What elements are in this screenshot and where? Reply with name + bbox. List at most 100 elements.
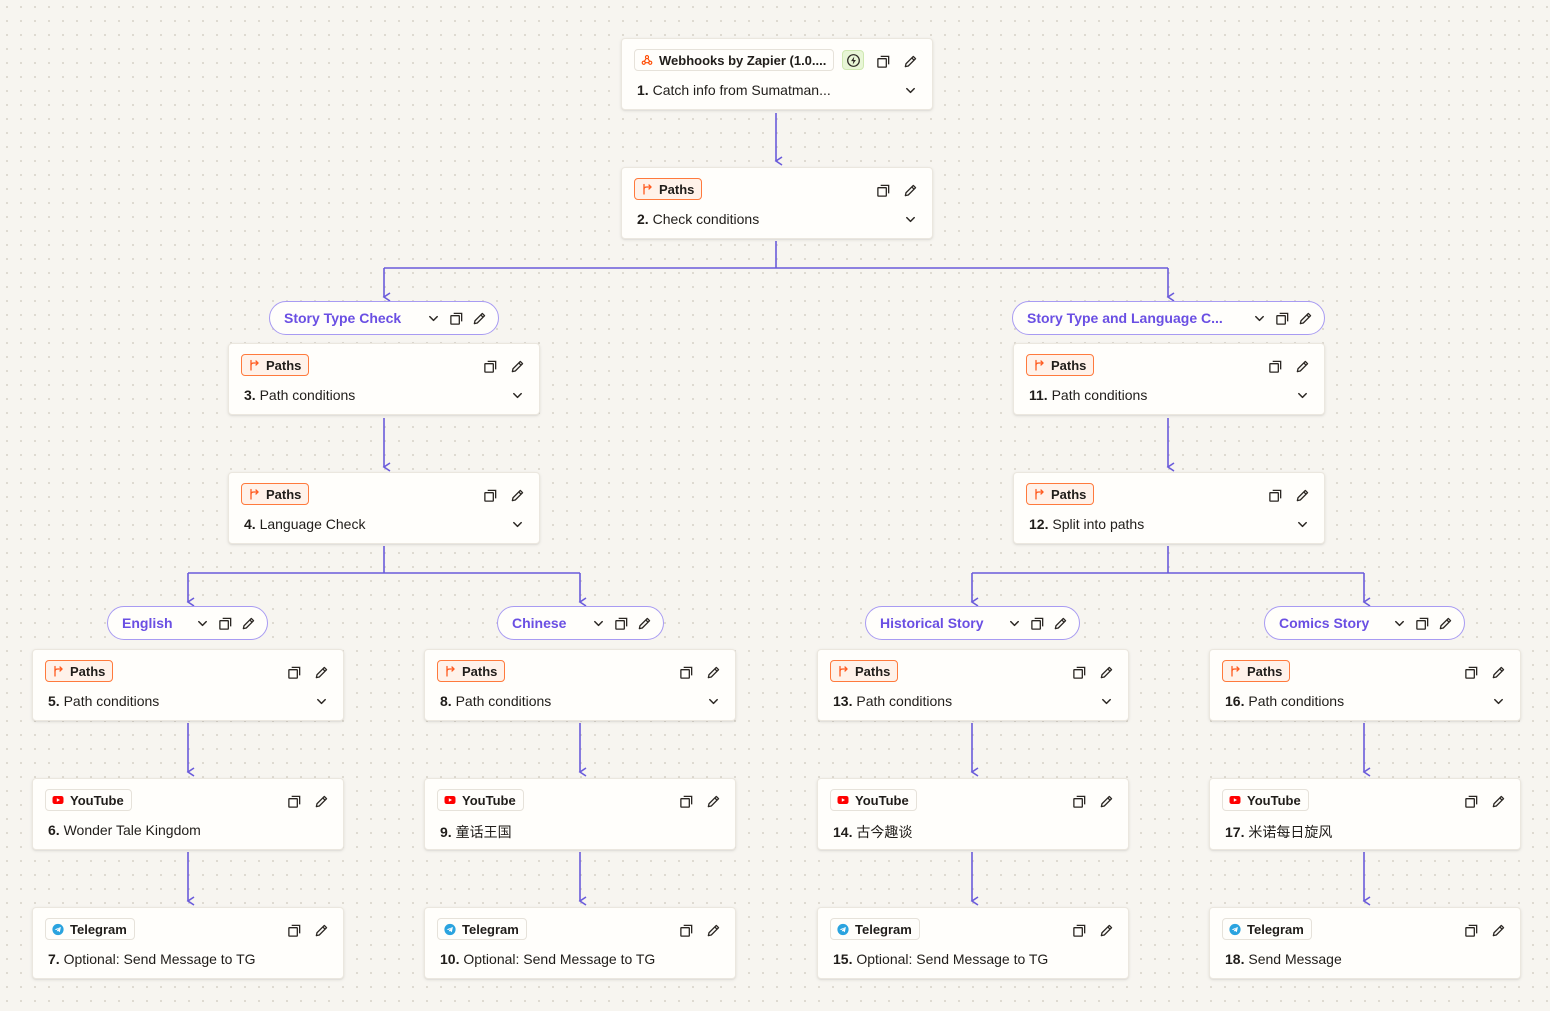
chevron-down-icon[interactable] bbox=[1293, 386, 1311, 404]
copy-icon[interactable] bbox=[285, 792, 303, 810]
pencil-icon[interactable] bbox=[1052, 615, 1068, 631]
chevron-down-icon[interactable] bbox=[1006, 615, 1022, 631]
copy-icon[interactable] bbox=[677, 921, 695, 939]
path-pill-chinese[interactable]: Chinese bbox=[497, 606, 664, 640]
copy-icon[interactable] bbox=[1462, 921, 1480, 939]
copy-icon[interactable] bbox=[481, 486, 499, 504]
step-10[interactable]: Telegram 10. Optional: Send Message to T… bbox=[424, 907, 736, 979]
chevron-down-icon[interactable] bbox=[1489, 692, 1507, 710]
pencil-icon[interactable] bbox=[1489, 921, 1507, 939]
step-title: 12. Split into paths bbox=[1029, 516, 1144, 532]
chevron-down-icon[interactable] bbox=[508, 515, 526, 533]
step-6[interactable]: YouTube 6. Wonder Tale Kingdom bbox=[32, 778, 344, 850]
chevron-down-icon[interactable] bbox=[508, 386, 526, 404]
chevron-down-icon[interactable] bbox=[704, 692, 722, 710]
path-label[interactable]: Chinese bbox=[512, 615, 567, 631]
copy-icon[interactable] bbox=[1414, 615, 1430, 631]
copy-icon[interactable] bbox=[874, 181, 892, 199]
copy-icon[interactable] bbox=[1070, 792, 1088, 810]
chevron-down-icon[interactable] bbox=[1097, 692, 1115, 710]
copy-icon[interactable] bbox=[217, 615, 233, 631]
step-14[interactable]: YouTube 14. 古今趣谈 bbox=[817, 778, 1129, 850]
step-7[interactable]: Telegram 7. Optional: Send Message to TG bbox=[32, 907, 344, 979]
pencil-icon[interactable] bbox=[636, 615, 652, 631]
path-pill-comics-story[interactable]: Comics Story bbox=[1264, 606, 1465, 640]
step-9[interactable]: YouTube 9. 童话王国 bbox=[424, 778, 736, 850]
step-11[interactable]: Paths 11. Path conditions bbox=[1013, 343, 1325, 415]
step-17[interactable]: YouTube 17. 米诺每日旋风 bbox=[1209, 778, 1521, 850]
pencil-icon[interactable] bbox=[1097, 921, 1115, 939]
chevron-down-icon[interactable] bbox=[901, 81, 919, 99]
step-15[interactable]: Telegram 15. Optional: Send Message to T… bbox=[817, 907, 1129, 979]
pencil-icon[interactable] bbox=[471, 310, 487, 326]
pencil-icon[interactable] bbox=[1297, 310, 1313, 326]
step-name: Optional: Send Message to TG bbox=[856, 951, 1049, 967]
chevron-down-icon[interactable] bbox=[1251, 310, 1267, 326]
pencil-icon[interactable] bbox=[1293, 357, 1311, 375]
copy-icon[interactable] bbox=[1266, 486, 1284, 504]
copy-icon[interactable] bbox=[448, 310, 464, 326]
path-pill-historical-story[interactable]: Historical Story bbox=[865, 606, 1080, 640]
step-12[interactable]: Paths 12. Split into paths bbox=[1013, 472, 1325, 544]
pencil-icon[interactable] bbox=[1437, 615, 1453, 631]
step-13[interactable]: Paths 13. Path conditions bbox=[817, 649, 1129, 721]
path-label[interactable]: Story Type Check bbox=[284, 310, 402, 326]
copy-icon[interactable] bbox=[1274, 310, 1290, 326]
app-badge: Webhooks by Zapier (1.0.... bbox=[634, 49, 835, 71]
copy-icon[interactable] bbox=[677, 792, 695, 810]
pencil-icon[interactable] bbox=[704, 663, 722, 681]
step-2[interactable]: Paths 2. Check conditions bbox=[621, 167, 933, 239]
step-title: 11. Path conditions bbox=[1029, 387, 1147, 403]
pencil-icon[interactable] bbox=[704, 792, 722, 810]
pencil-icon[interactable] bbox=[1097, 663, 1115, 681]
copy-icon[interactable] bbox=[1266, 357, 1284, 375]
pencil-icon[interactable] bbox=[1097, 792, 1115, 810]
path-pill-story-type-check[interactable]: Story Type Check bbox=[269, 301, 499, 335]
chevron-down-icon[interactable] bbox=[312, 692, 330, 710]
chevron-down-icon[interactable] bbox=[194, 615, 210, 631]
pencil-icon[interactable] bbox=[312, 921, 330, 939]
chevron-down-icon[interactable] bbox=[590, 615, 606, 631]
pencil-icon[interactable] bbox=[508, 357, 526, 375]
copy-icon[interactable] bbox=[481, 357, 499, 375]
step-8[interactable]: Paths 8. Path conditions bbox=[424, 649, 736, 721]
pencil-icon[interactable] bbox=[1489, 663, 1507, 681]
pencil-icon[interactable] bbox=[312, 663, 330, 681]
pencil-icon[interactable] bbox=[1293, 486, 1311, 504]
copy-icon[interactable] bbox=[1070, 921, 1088, 939]
step-1[interactable]: Webhooks by Zapier (1.0.... 1. Catch inf… bbox=[621, 38, 933, 110]
path-label[interactable]: Historical Story bbox=[880, 615, 984, 631]
copy-icon[interactable] bbox=[1462, 792, 1480, 810]
path-pill-english[interactable]: English bbox=[107, 606, 268, 640]
pencil-icon[interactable] bbox=[312, 792, 330, 810]
path-label[interactable]: Comics Story bbox=[1279, 615, 1370, 631]
copy-icon[interactable] bbox=[613, 615, 629, 631]
copy-icon[interactable] bbox=[285, 921, 303, 939]
pencil-icon[interactable] bbox=[901, 52, 919, 70]
copy-icon[interactable] bbox=[874, 52, 892, 70]
pencil-icon[interactable] bbox=[1489, 792, 1507, 810]
pencil-icon[interactable] bbox=[704, 921, 722, 939]
chevron-down-icon[interactable] bbox=[425, 310, 441, 326]
chevron-down-icon[interactable] bbox=[901, 210, 919, 228]
path-label[interactable]: English bbox=[122, 615, 173, 631]
bolt-icon[interactable] bbox=[842, 50, 864, 70]
copy-icon[interactable] bbox=[1462, 663, 1480, 681]
copy-icon[interactable] bbox=[677, 663, 695, 681]
pencil-icon[interactable] bbox=[240, 615, 256, 631]
step-3[interactable]: Paths 3. Path conditions bbox=[228, 343, 540, 415]
path-label[interactable]: Story Type and Language C... bbox=[1027, 310, 1223, 326]
step-5[interactable]: Paths 5. Path conditions bbox=[32, 649, 344, 721]
path-pill-story-type-and-language[interactable]: Story Type and Language C... bbox=[1012, 301, 1325, 335]
pencil-icon[interactable] bbox=[901, 181, 919, 199]
copy-icon[interactable] bbox=[285, 663, 303, 681]
pencil-icon[interactable] bbox=[508, 486, 526, 504]
step-title: 7. Optional: Send Message to TG bbox=[48, 951, 256, 967]
step-16[interactable]: Paths 16. Path conditions bbox=[1209, 649, 1521, 721]
chevron-down-icon[interactable] bbox=[1391, 615, 1407, 631]
chevron-down-icon[interactable] bbox=[1293, 515, 1311, 533]
step-18[interactable]: Telegram 18. Send Message bbox=[1209, 907, 1521, 979]
copy-icon[interactable] bbox=[1070, 663, 1088, 681]
step-4[interactable]: Paths 4. Language Check bbox=[228, 472, 540, 544]
copy-icon[interactable] bbox=[1029, 615, 1045, 631]
